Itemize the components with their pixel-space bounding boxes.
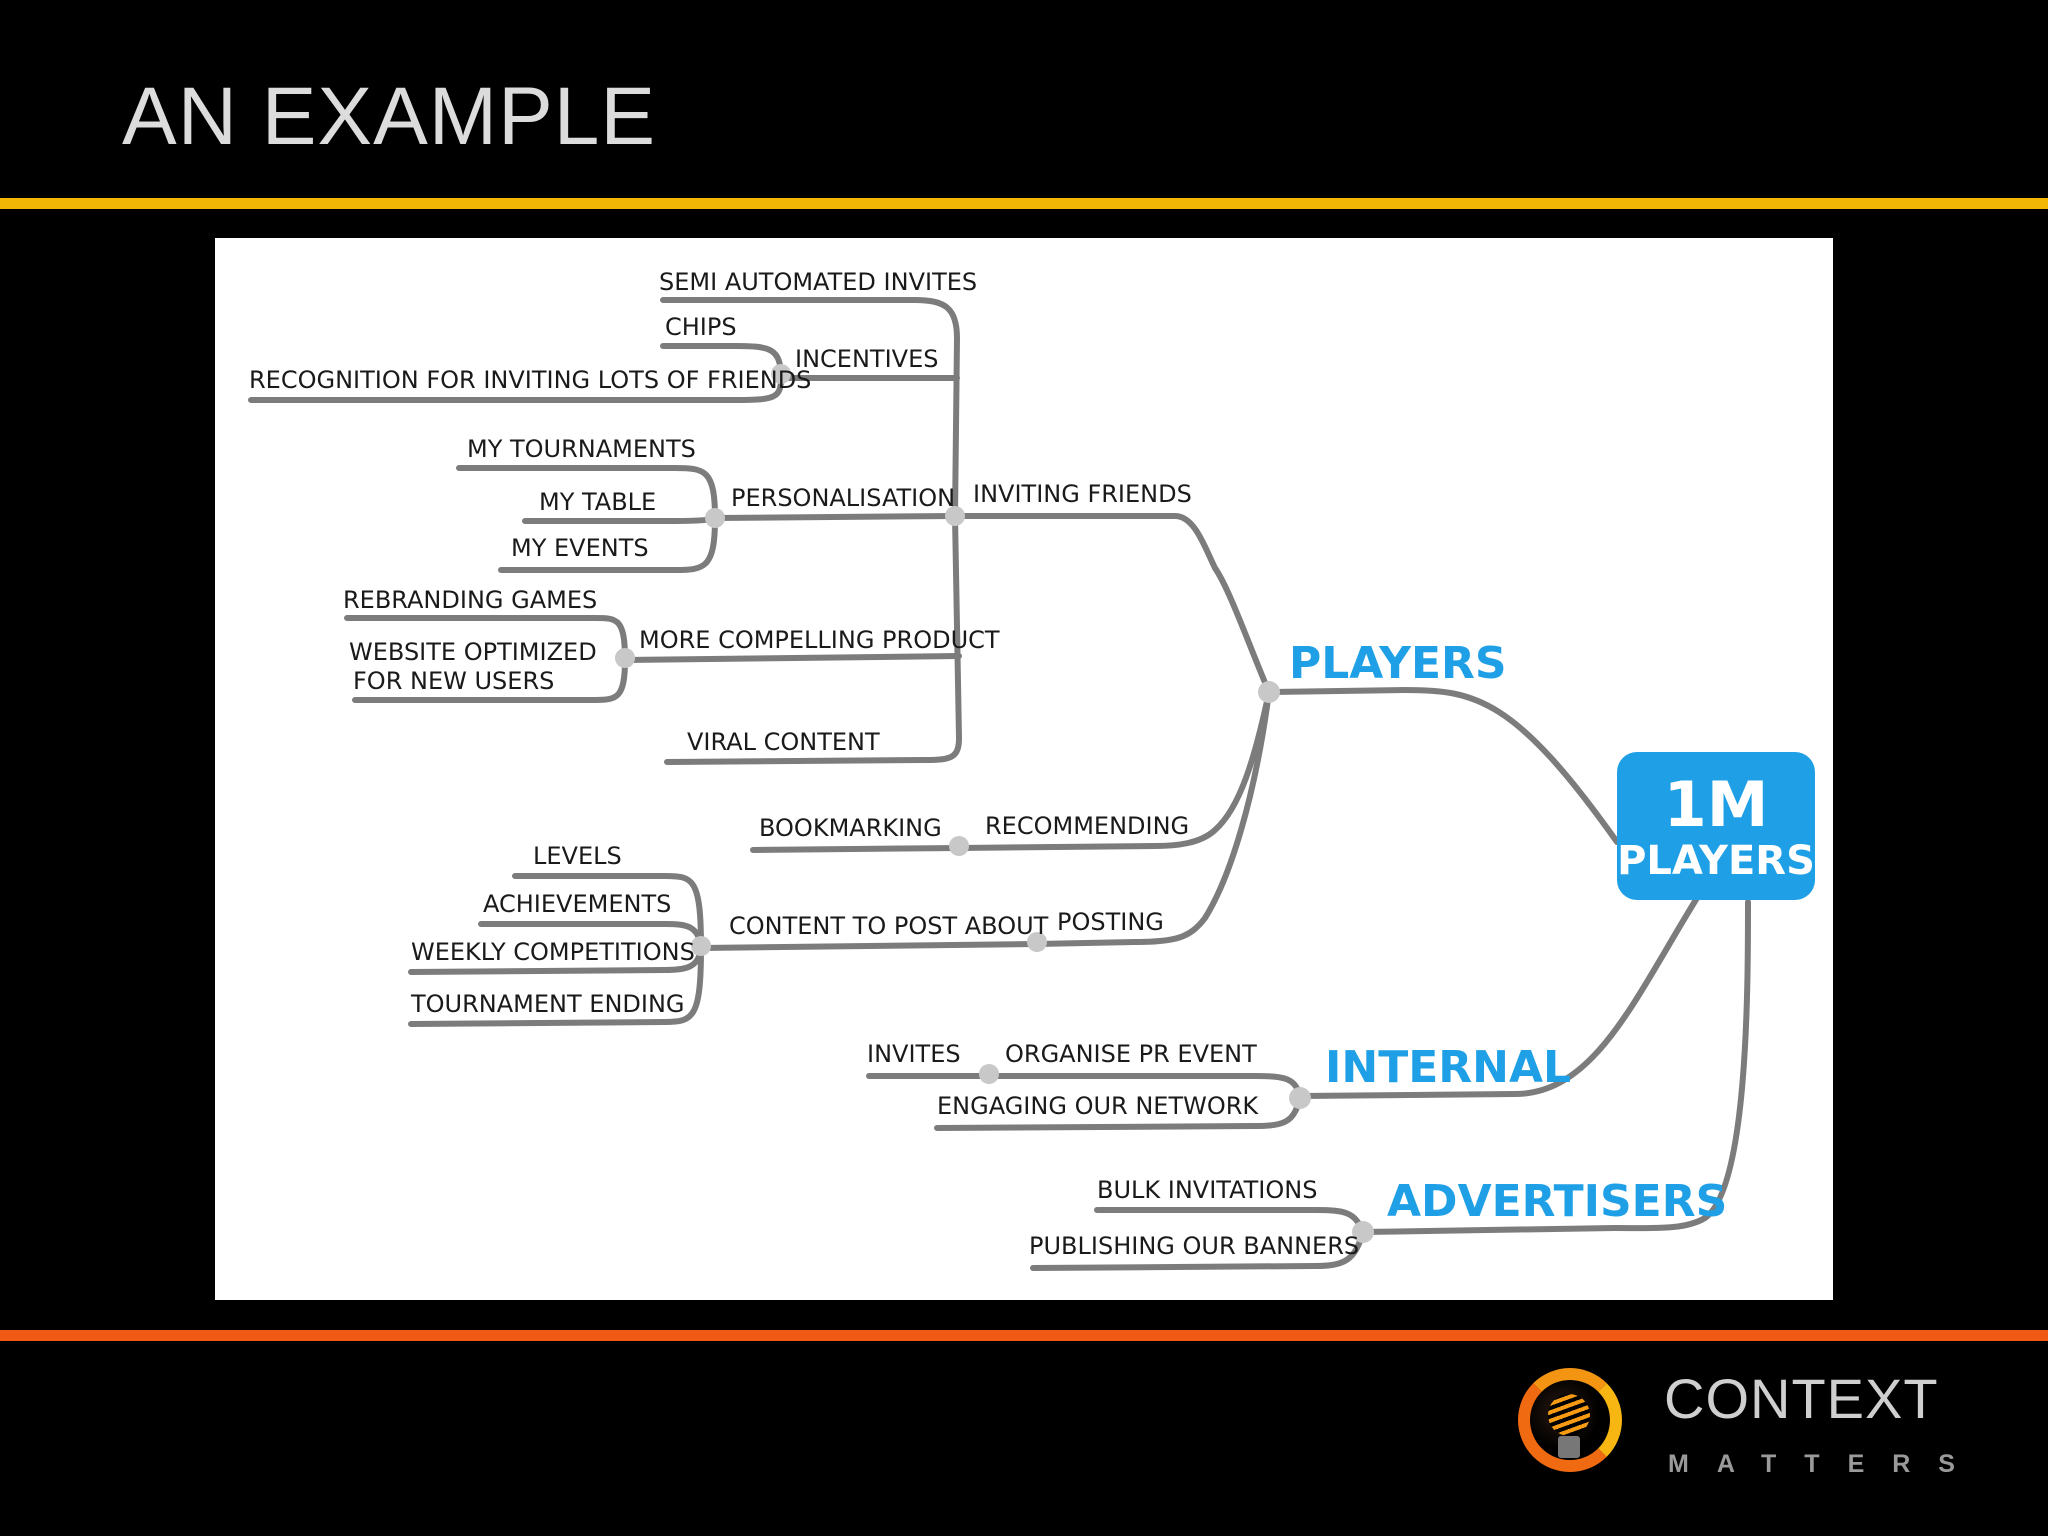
knot-advertisers: [1352, 1221, 1374, 1243]
center-node: 1M PLAYERS: [1617, 752, 1815, 900]
knot-more-compelling: [615, 648, 635, 668]
bottom-divider: [0, 1330, 2048, 1341]
branch-center-advertisers: [1360, 899, 1751, 1235]
knot-invites: [979, 1064, 999, 1084]
branch-players-posting: [1034, 689, 1272, 947]
label-recommending: RECOMMENDING: [985, 812, 1189, 840]
branch-levels: [512, 873, 704, 951]
branch-center-players: [1269, 687, 1620, 845]
knot-players: [1258, 681, 1280, 703]
label-website-optimized-1: WEBSITE OPTIMIZED: [349, 638, 597, 666]
label-bulk-invitations: BULK INVITATIONS: [1097, 1176, 1317, 1204]
branch-more-compelling: [622, 653, 962, 663]
label-viral-content: VIRAL CONTENT: [687, 728, 880, 756]
slide-title: AN EXAMPLE: [122, 71, 657, 162]
label-organise-pr-event: ORGANISE PR EVENT: [1005, 1040, 1257, 1068]
context-matters-logo: CONTEXT MATTERS: [1518, 1366, 1958, 1498]
lightbulb-base-icon: [1558, 1436, 1580, 1458]
logo-subtitle: MATTERS: [1668, 1450, 1983, 1478]
branch-rebranding: [344, 615, 628, 663]
label-my-table: MY TABLE: [539, 488, 656, 516]
label-chips: CHIPS: [665, 313, 737, 341]
branch-players-recommending: [956, 689, 1272, 851]
mind-map-knots: [615, 364, 1374, 1243]
branch-bulk: [1094, 1207, 1366, 1235]
mind-map-panel: 1M PLAYERS PLAYERS INTERNAL ADVERTISERS …: [215, 238, 1833, 1300]
branch-tournament-ending: [408, 945, 704, 1027]
label-content-to-post-about: CONTENT TO POST ABOUT: [729, 912, 1049, 940]
knot-internal: [1289, 1087, 1311, 1109]
top-divider: [0, 198, 2048, 209]
knot-posting: [1027, 932, 1047, 952]
label-publishing-our-banners: PUBLISHING OUR BANNERS: [1029, 1232, 1359, 1260]
label-semi-automated-invites: SEMI AUTOMATED INVITES: [659, 268, 977, 296]
logo-wordmark: CONTEXT: [1664, 1367, 1939, 1430]
label-recognition: RECOGNITION FOR INVITING LOTS OF FRIENDS: [249, 366, 811, 394]
center-node-line2: PLAYERS: [1617, 838, 1815, 884]
label-invites: INVITES: [867, 1040, 961, 1068]
lightbulb-icon: [1548, 1394, 1590, 1436]
knot-incentives: [771, 364, 791, 384]
knot-content: [691, 936, 711, 956]
center-node-box: [1617, 752, 1815, 900]
branch-my-events: [498, 515, 718, 573]
label-achievements: ACHIEVEMENTS: [483, 890, 671, 918]
label-engaging-our-network: ENGAGING OUR NETWORK: [937, 1092, 1259, 1120]
branch-my-table: [522, 515, 718, 524]
label-my-tournaments: MY TOURNAMENTS: [467, 435, 696, 463]
branch-content-to-post: [698, 941, 1040, 951]
label-bookmarking: BOOKMARKING: [759, 814, 942, 842]
knot-personalisation: [705, 508, 725, 528]
branch-recognition: [248, 375, 784, 403]
label-advertisers: ADVERTISERS: [1387, 1176, 1727, 1227]
mind-map: 1M PLAYERS PLAYERS INTERNAL ADVERTISERS …: [248, 268, 1815, 1271]
label-rebranding-games: REBRANDING GAMES: [343, 586, 597, 614]
label-incentives: INCENTIVES: [795, 345, 938, 373]
branch-personalisation: [712, 513, 958, 521]
branch-players-inviting: [952, 513, 1272, 695]
center-node-line1: 1M: [1664, 768, 1769, 841]
knot-recommending: [949, 836, 969, 856]
label-weekly-competitions: WEEKLY COMPETITIONS: [411, 938, 695, 966]
label-my-events: MY EVENTS: [511, 534, 649, 562]
branch-inviting-spine-lower: [664, 513, 962, 765]
label-website-optimized-2: FOR NEW USERS: [353, 667, 554, 695]
label-levels: LEVELS: [533, 842, 622, 870]
branch-center-internal: [1297, 895, 1700, 1099]
label-internal: INTERNAL: [1325, 1042, 1571, 1093]
branch-bookmarking: [750, 845, 962, 853]
knot-inviting: [945, 506, 965, 526]
branch-website: [352, 657, 628, 703]
label-personalisation: PERSONALISATION: [731, 484, 955, 512]
branch-my-tournaments: [456, 465, 718, 521]
branch-inviting-spine: [660, 297, 960, 519]
label-players: PLAYERS: [1289, 638, 1507, 689]
label-more-compelling-product: MORE COMPELLING PRODUCT: [639, 626, 1000, 654]
label-posting: POSTING: [1057, 908, 1164, 936]
label-inviting-friends: INVITING FRIENDS: [973, 480, 1192, 508]
label-tournament-ending: TOURNAMENT ENDING: [410, 990, 685, 1018]
